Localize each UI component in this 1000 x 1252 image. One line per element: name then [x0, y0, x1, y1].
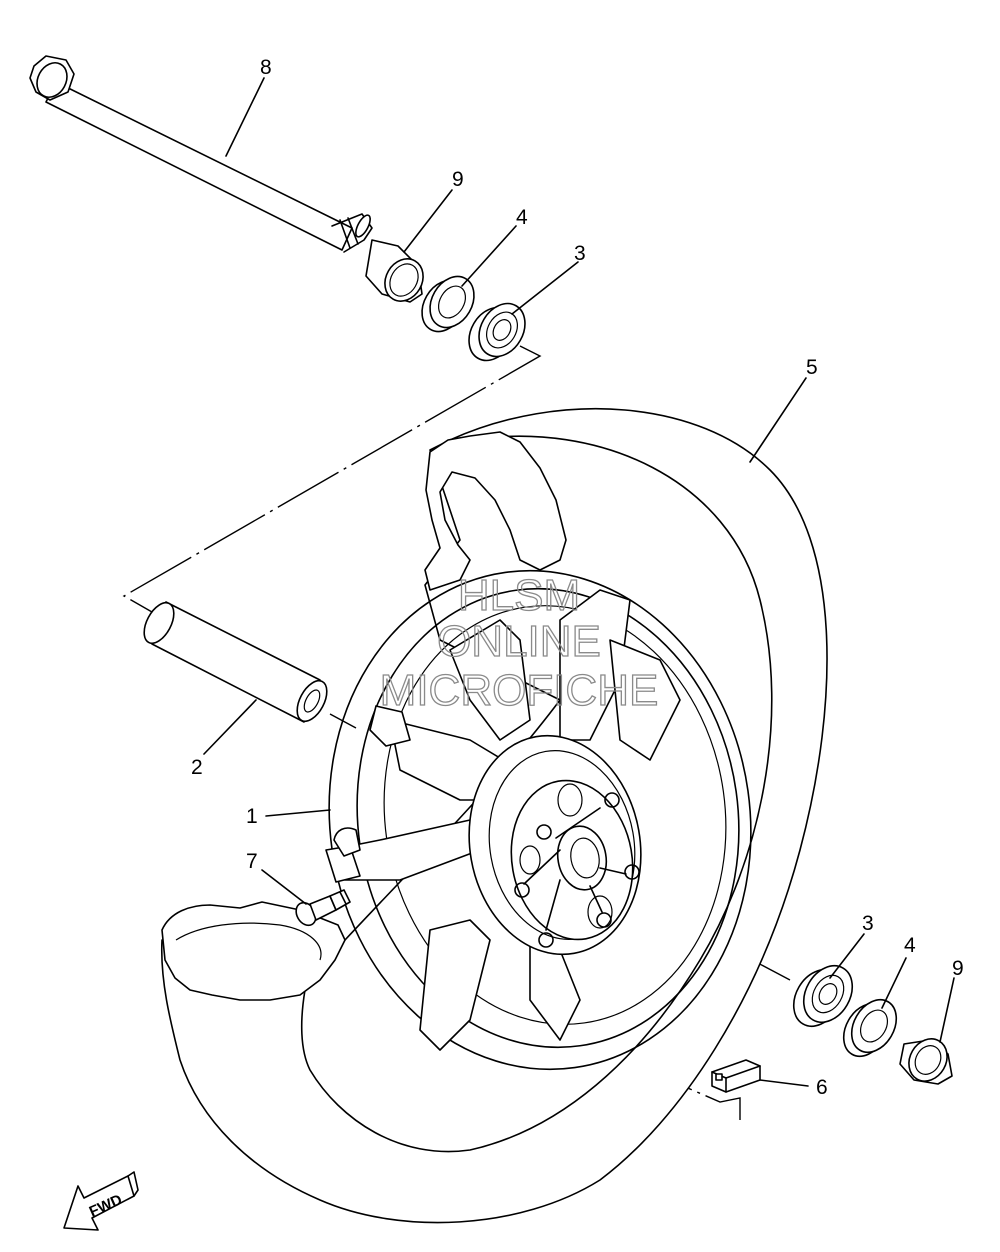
callout-1: 1	[246, 805, 258, 828]
callout-6: 6	[816, 1076, 828, 1099]
oil-seal-part-4-upper[interactable]	[413, 269, 483, 340]
watermark-line-1: HLSM	[458, 571, 580, 620]
collar-part-9-upper[interactable]	[365, 239, 431, 308]
forward-arrow-icon: FWD	[63, 1171, 139, 1231]
callout-3-lower: 3	[862, 912, 874, 935]
callout-2: 2	[191, 756, 203, 779]
cast-wheel-part-1[interactable]	[297, 543, 782, 1097]
callout-4-upper: 4	[516, 206, 528, 229]
watermark-line-2: ONLINE	[437, 617, 601, 666]
callout-3-upper: 3	[574, 242, 586, 265]
bearing-part-3-upper[interactable]	[460, 295, 534, 368]
watermark-line-3: MICROFICHE	[380, 666, 659, 715]
callout-labels: 8 9 4 3 5 2 1 7 3 4 9 6	[191, 56, 964, 1099]
callout-8: 8	[260, 56, 272, 79]
bearing-part-3-lower[interactable]	[784, 957, 862, 1035]
balance-weight-part-6[interactable]	[711, 1059, 761, 1093]
front-axle-part-8[interactable]	[29, 55, 373, 253]
oil-seal-part-4-lower[interactable]	[835, 992, 906, 1064]
callout-9-lower: 9	[952, 957, 964, 980]
callout-7: 7	[246, 850, 258, 873]
leader-lines	[203, 77, 955, 1087]
spacer-part-2[interactable]	[138, 598, 333, 726]
watermark: HLSM ONLINE MICROFICHE	[379, 570, 659, 715]
callout-4-lower: 4	[904, 934, 916, 957]
collar-part-9-lower[interactable]	[899, 1032, 955, 1088]
tire-valve-part-7[interactable]	[292, 889, 351, 929]
callout-5: 5	[806, 356, 818, 379]
callout-9-upper: 9	[452, 168, 464, 191]
